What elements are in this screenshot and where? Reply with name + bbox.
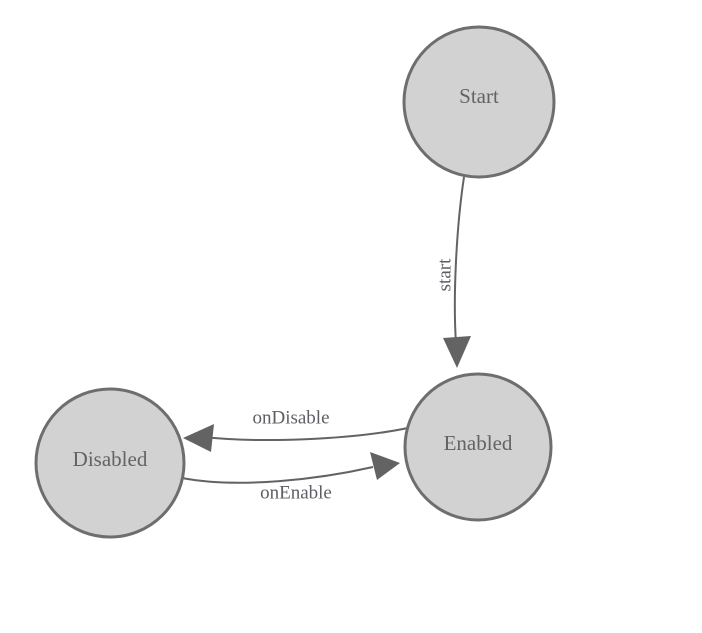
edge-disabled-to-enabled — [181, 452, 400, 484]
edge-label-start: start — [434, 258, 455, 291]
arrowhead-into-disabled — [183, 424, 214, 452]
edge-path-enabled-to-disabled — [202, 427, 409, 441]
node-disabled-circle[interactable] — [34, 387, 186, 539]
edge-path-disabled-to-enabled — [181, 466, 374, 484]
edge-label-onenable: onEnable — [260, 482, 332, 503]
node-enabled[interactable]: Enabled — [403, 372, 553, 522]
node-enabled-label: Enabled — [444, 431, 513, 455]
node-start[interactable]: Start — [402, 25, 556, 179]
node-disabled[interactable]: Disabled — [34, 387, 186, 539]
node-start-circle[interactable] — [402, 25, 556, 179]
arrowhead-into-enabled-left — [370, 452, 400, 480]
arrowhead-into-enabled-top — [443, 336, 471, 368]
node-disabled-label: Disabled — [73, 447, 148, 471]
edge-label-ondisable: onDisable — [252, 407, 329, 428]
edge-enabled-to-disabled — [183, 424, 409, 452]
edge-start-to-enabled — [443, 176, 471, 368]
edge-path-start-to-enabled — [453, 176, 465, 344]
node-enabled-circle[interactable] — [403, 372, 553, 522]
node-start-label: Start — [459, 84, 499, 108]
